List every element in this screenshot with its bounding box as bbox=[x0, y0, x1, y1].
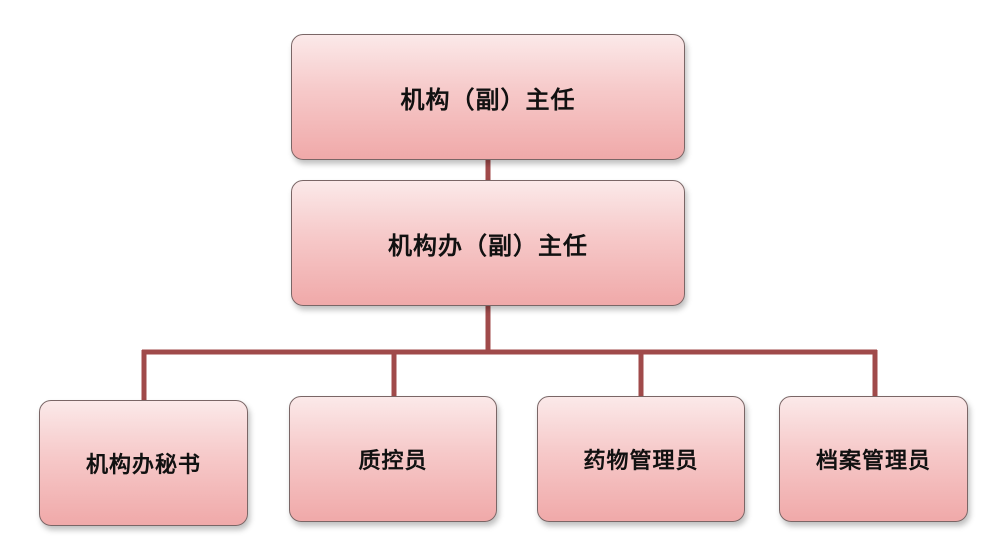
node-quality-controller: 质控员 bbox=[289, 396, 497, 522]
node-quality-controller-label: 质控员 bbox=[358, 449, 428, 474]
node-secretary-label: 机构办秘书 bbox=[85, 453, 201, 478]
node-archive-manager: 档案管理员 bbox=[779, 396, 968, 522]
node-director: 机构（副）主任 bbox=[291, 34, 685, 160]
node-director-label: 机构（副）主任 bbox=[400, 85, 576, 114]
node-office-director: 机构办（副）主任 bbox=[291, 180, 685, 306]
node-office-director-label: 机构办（副）主任 bbox=[388, 231, 588, 260]
node-secretary: 机构办秘书 bbox=[39, 400, 248, 526]
node-drug-manager-label: 药物管理员 bbox=[583, 449, 699, 474]
node-archive-manager-label: 档案管理员 bbox=[815, 449, 931, 474]
node-drug-manager: 药物管理员 bbox=[537, 396, 745, 522]
